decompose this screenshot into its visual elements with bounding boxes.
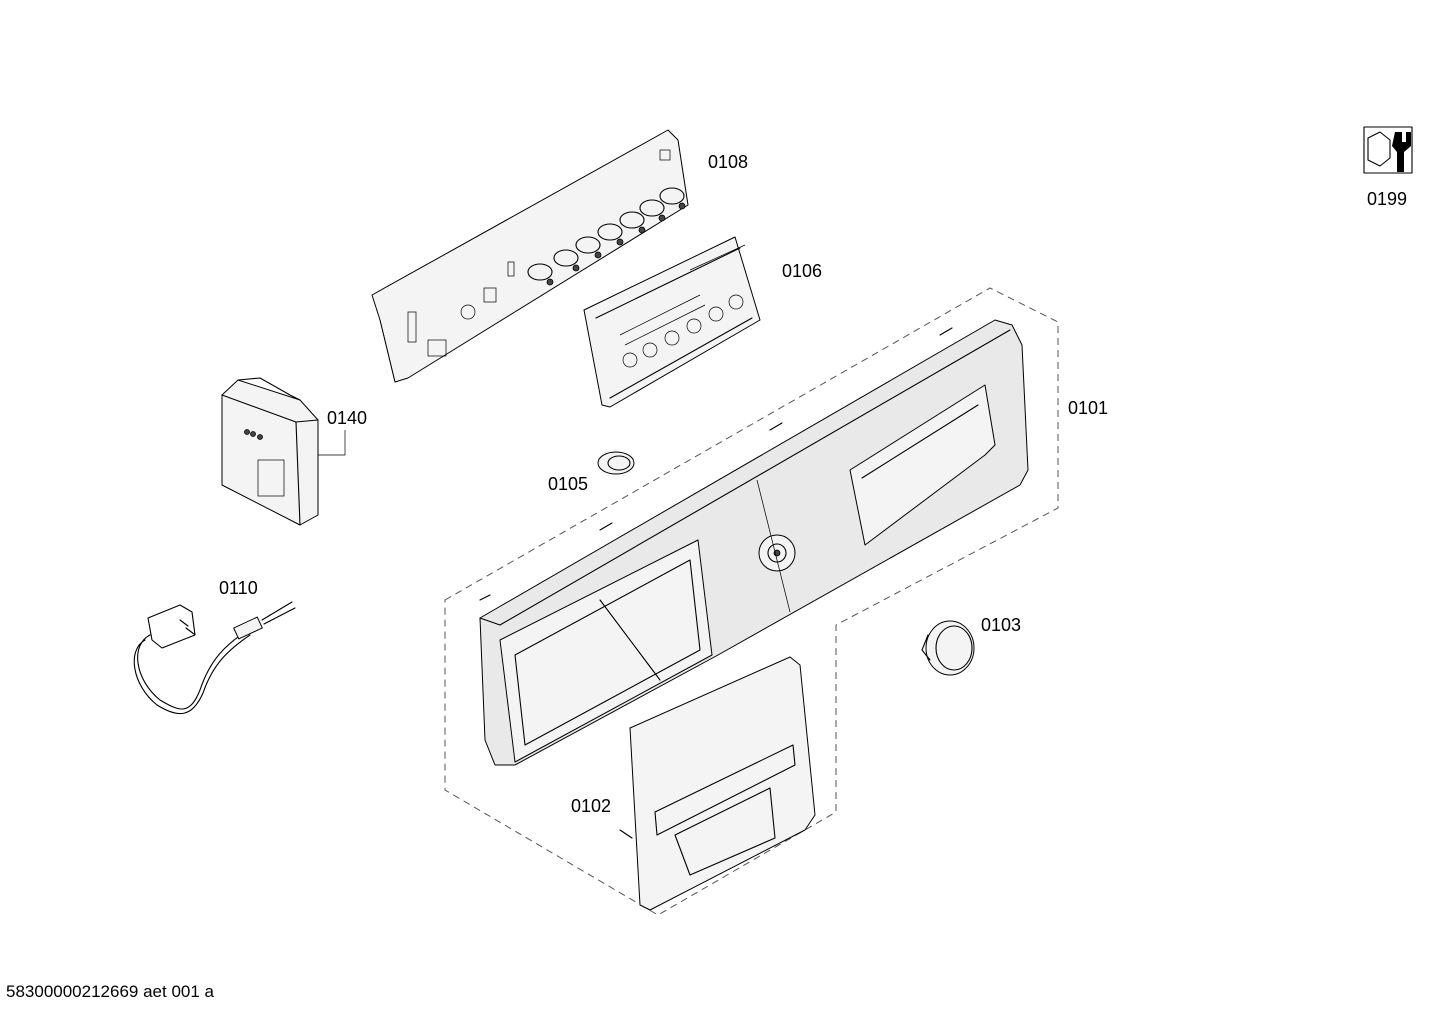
wrench-nut-icon[interactable] bbox=[1363, 126, 1413, 174]
label-0102: 0102 bbox=[571, 796, 612, 816]
power-module-0140[interactable] bbox=[221, 377, 319, 526]
label-0105: 0105 bbox=[548, 474, 589, 494]
knob-0105[interactable] bbox=[597, 451, 635, 475]
label-0140: 0140 bbox=[327, 408, 368, 428]
label-0101: 0101 bbox=[1068, 398, 1109, 418]
frame-button-holes bbox=[622, 294, 744, 368]
knob-0103[interactable] bbox=[921, 620, 975, 676]
board-rotary-encoders bbox=[527, 187, 686, 286]
label-0108: 0108 bbox=[708, 152, 749, 172]
label-0199: 0199 bbox=[1367, 189, 1408, 209]
assembly-dashed-outline bbox=[444, 287, 1059, 916]
label-0103: 0103 bbox=[981, 615, 1022, 635]
label-0106: 0106 bbox=[782, 261, 823, 281]
control-panel-0101[interactable] bbox=[479, 319, 1029, 766]
switch-frame-0106[interactable] bbox=[583, 236, 761, 408]
power-cable-0110[interactable] bbox=[133, 601, 296, 715]
drawer-handle-0102[interactable] bbox=[619, 656, 816, 911]
document-id: 58300000212669 aet 001 a bbox=[6, 982, 214, 1001]
control-board-0108[interactable] bbox=[371, 129, 689, 383]
label-0110: 0110 bbox=[219, 578, 258, 598]
